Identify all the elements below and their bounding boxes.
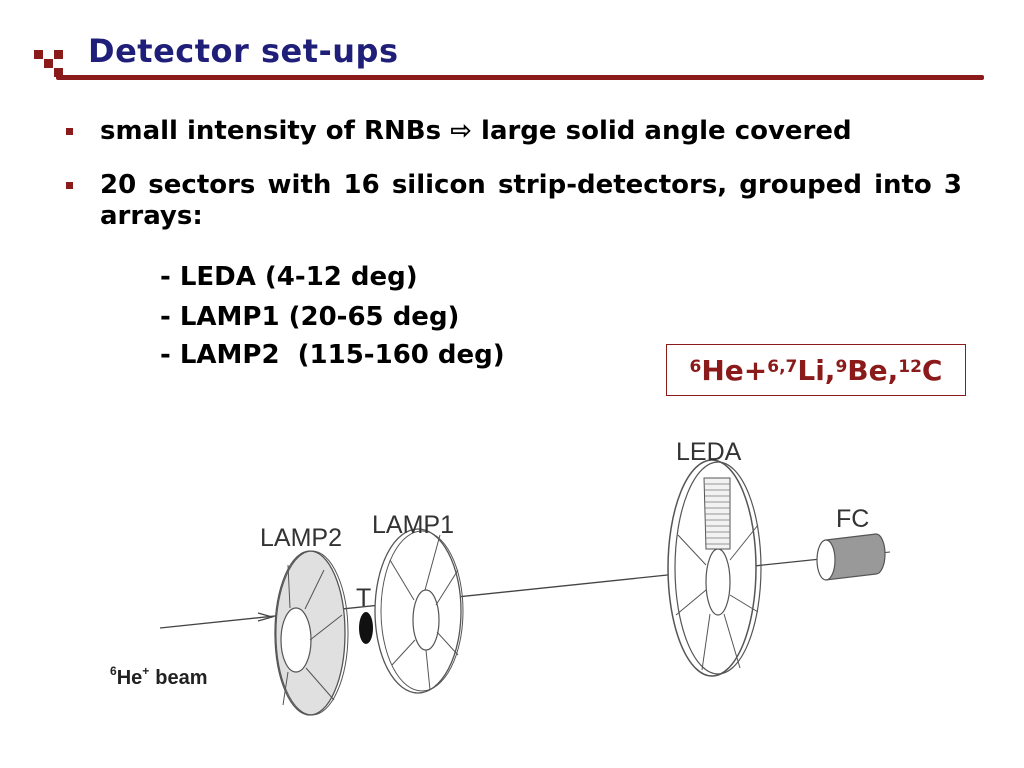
lamp2-label: LAMP2 <box>260 524 342 552</box>
sub-item-lamp1: - LAMP1 (20-65 deg) <box>160 302 460 332</box>
reaction-sup: 9 <box>835 357 848 377</box>
fc-label: FC <box>836 505 869 533</box>
bullet-marker-icon <box>66 182 73 189</box>
reaction-sup: 6 <box>689 357 702 377</box>
reaction-sup: 6,7 <box>767 357 798 377</box>
lamp1-label: LAMP1 <box>372 511 454 539</box>
logo-icon <box>34 50 64 78</box>
leda-label: LEDA <box>676 438 742 466</box>
faraday-cup <box>816 533 886 581</box>
lamp1-detector <box>374 528 464 694</box>
target-label: T <box>356 584 371 612</box>
bullet-text-before: small intensity of RNBs <box>100 116 442 146</box>
reaction-part: Li, <box>797 353 836 387</box>
page-title: Detector set-ups <box>88 32 399 70</box>
bullet-text: 20 sectors with 16 silicon strip-detecto… <box>100 170 962 231</box>
leda-detector <box>667 459 762 677</box>
bullet-text: small intensity of RNBs ⇨ large solid an… <box>100 116 962 147</box>
beam-label: 6He+beam <box>110 664 208 689</box>
lamp2-detector <box>274 550 349 716</box>
sub-item-lamp2: - LAMP2 (115-160 deg) <box>160 340 505 370</box>
reaction-part: Be, <box>847 353 899 387</box>
detector-setup-diagram: LAMP2 LAMP1 T LEDA FC 6He+beam <box>110 438 891 716</box>
reaction-part: C <box>921 353 943 387</box>
right-arrow-icon: ⇨ <box>450 116 472 146</box>
sub-item-leda: - LEDA (4-12 deg) <box>160 262 418 292</box>
title-underline <box>56 75 984 80</box>
bullet-text-after: large solid angle covered <box>481 116 852 146</box>
beam-arrow-icon <box>257 612 275 622</box>
reaction-sup: 12 <box>898 357 922 377</box>
reaction-part: He+ <box>701 353 768 387</box>
target <box>359 612 373 644</box>
bullet-marker-icon <box>66 128 73 135</box>
